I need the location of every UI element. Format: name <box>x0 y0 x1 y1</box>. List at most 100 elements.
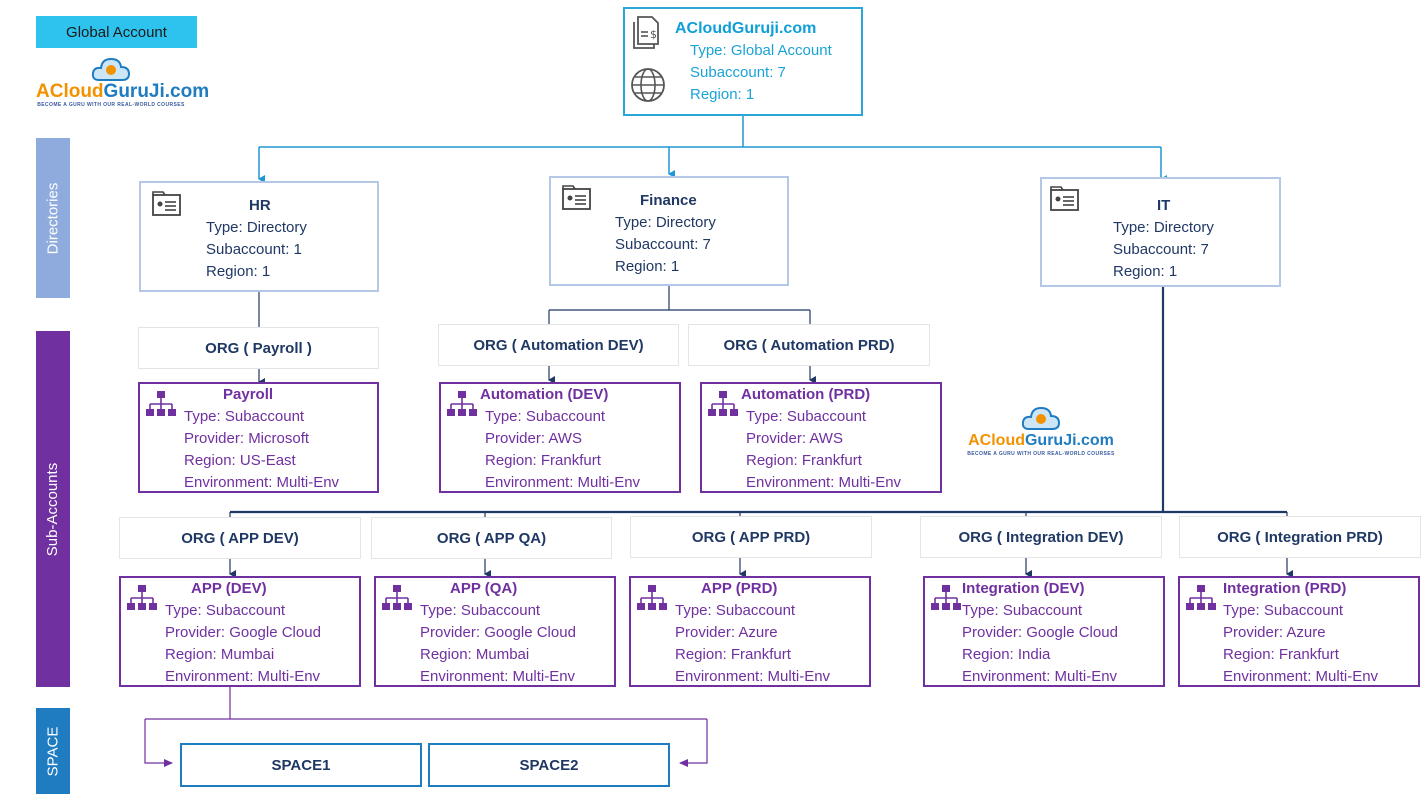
svg-text:$: $ <box>650 28 657 41</box>
subaccount-region: Region: Mumbai <box>420 646 530 663</box>
subaccount-card-automation-dev[interactable]: Automation (DEV) Type: Subaccount Provid… <box>439 382 681 493</box>
org-hierarchy-icon <box>637 585 667 610</box>
subaccount-type: Type: Subaccount <box>746 408 867 425</box>
subaccount-card-integration-dev[interactable]: Integration (DEV) Type: Subaccount Provi… <box>923 576 1165 687</box>
brand-logo-secondary: ACloudGuruJi.com BECOME A GURU WITH OUR … <box>966 405 1116 457</box>
directory-title: Finance <box>640 192 697 209</box>
logo-tagline: BECOME A GURU WITH OUR REAL-WORLD COURSE… <box>967 451 1115 457</box>
subaccount-title: Payroll <box>223 386 274 403</box>
subaccount-type: Type: Subaccount <box>420 602 541 619</box>
directory-card-hr[interactable]: HR Type: Directory Subaccount: 1 Region:… <box>139 181 379 292</box>
subaccount-card-app-dev[interactable]: APP (DEV) Type: Subaccount Provider: Goo… <box>119 576 361 687</box>
space-lane-label: SPACE <box>36 708 70 794</box>
org-label-text: ORG ( Automation PRD) <box>723 336 895 354</box>
subaccount-card-integration-prd[interactable]: Integration (PRD) Type: Subaccount Provi… <box>1178 576 1420 687</box>
subaccount-card-automation-prd[interactable]: Automation (PRD) Type: Subaccount Provid… <box>700 382 942 493</box>
directory-region-count: Region: 1 <box>1113 263 1178 280</box>
org-hierarchy-icon <box>127 585 157 610</box>
org-label-text: ORG ( Payroll ) <box>205 339 312 357</box>
subaccount-environment: Environment: Multi-Env <box>184 474 340 491</box>
directory-type: Type: Directory <box>206 219 307 236</box>
directories-lane-text: Directories <box>44 182 62 254</box>
global-account-title: ACloudGuruji.com <box>675 20 817 37</box>
subaccount-type: Type: Subaccount <box>962 602 1083 619</box>
subaccount-provider: Provider: Azure <box>675 624 778 641</box>
org-label-payroll: ORG ( Payroll ) <box>138 327 379 369</box>
subaccount-title: APP (QA) <box>450 580 518 597</box>
subaccount-provider: Provider: AWS <box>485 430 582 447</box>
subaccount-environment: Environment: Multi-Env <box>1223 668 1379 685</box>
directory-card-finance[interactable]: Finance Type: Directory Subaccount: 7 Re… <box>549 176 789 286</box>
subaccount-title: Automation (PRD) <box>741 386 871 403</box>
directory-title: IT <box>1157 197 1171 214</box>
subaccount-provider: Provider: Google Cloud <box>962 624 1118 641</box>
subaccount-provider: Provider: Azure <box>1223 624 1326 641</box>
org-label-automation-prd: ORG ( Automation PRD) <box>688 324 930 366</box>
subaccount-card-app-qa[interactable]: APP (QA) Type: Subaccount Provider: Goog… <box>374 576 616 687</box>
cloud-logo-icon <box>1021 406 1061 430</box>
org-label-text: ORG ( Automation DEV) <box>473 336 644 354</box>
space-lane-text: SPACE <box>44 726 62 776</box>
org-label-integration-dev: ORG ( Integration DEV) <box>920 516 1162 558</box>
org-label-app-prd: ORG ( APP PRD) <box>630 516 872 558</box>
subaccount-title: APP (DEV) <box>191 580 267 597</box>
space-card-space2[interactable]: SPACE2 <box>428 743 670 787</box>
org-label-text: ORG ( Integration PRD) <box>1217 528 1383 546</box>
org-label-app-qa: ORG ( APP QA) <box>371 517 612 559</box>
subaccount-card-payroll[interactable]: Payroll Type: Subaccount Provider: Micro… <box>138 382 379 493</box>
org-hierarchy-icon <box>931 585 961 610</box>
subaccount-provider: Provider: Google Cloud <box>420 624 576 641</box>
directory-card-icon <box>1050 186 1079 211</box>
subaccount-type: Type: Subaccount <box>485 408 606 425</box>
billing-document-icon: $ <box>633 16 659 49</box>
subaccount-environment: Environment: Multi-Env <box>420 668 576 685</box>
logo-tagline: BECOME A GURU WITH OUR REAL-WORLD COURSE… <box>37 102 185 108</box>
space-label: SPACE1 <box>271 756 331 774</box>
subaccount-region: Region: Mumbai <box>165 646 275 663</box>
directories-lane-label: Directories <box>36 138 70 298</box>
directory-card-it[interactable]: IT Type: Directory Subaccount: 7 Region:… <box>1040 177 1281 287</box>
subaccount-provider: Provider: AWS <box>746 430 843 447</box>
global-account-type: Type: Global Account <box>690 42 832 59</box>
subaccount-title: Integration (DEV) <box>962 580 1085 597</box>
directory-title: HR <box>249 197 271 214</box>
subaccount-card-app-prd[interactable]: APP (PRD) Type: Subaccount Provider: Azu… <box>629 576 871 687</box>
directory-card-icon <box>152 191 181 216</box>
subaccount-type: Type: Subaccount <box>675 602 796 619</box>
directory-region-count: Region: 1 <box>615 258 680 275</box>
subaccount-type: Type: Subaccount <box>165 602 286 619</box>
subaccount-region: Region: Frankfurt <box>746 452 862 469</box>
subaccount-region: Region: India <box>962 646 1051 663</box>
subaccount-environment: Environment: Multi-Env <box>675 668 831 685</box>
directory-type: Type: Directory <box>615 214 716 231</box>
org-label-text: ORG ( APP DEV) <box>181 529 299 547</box>
space-card-space1[interactable]: SPACE1 <box>180 743 422 787</box>
subaccount-title: Automation (DEV) <box>480 386 609 403</box>
org-hierarchy-icon <box>146 391 176 416</box>
global-account-region-count: Region: 1 <box>690 86 755 103</box>
subaccount-region: Region: Frankfurt <box>485 452 601 469</box>
subaccount-region: Region: US-East <box>184 452 296 469</box>
subaccount-environment: Environment: Multi-Env <box>485 474 641 491</box>
org-hierarchy-icon <box>1186 585 1216 610</box>
global-account-card[interactable]: $ ACloudGuruji.com Type: Global Account … <box>623 7 863 116</box>
subaccounts-lane-text: Sub-Accounts <box>44 462 62 556</box>
org-label-text: ORG ( APP QA) <box>436 529 547 547</box>
org-hierarchy-icon <box>447 391 477 416</box>
global-account-lane-label: Global Account <box>36 16 197 48</box>
directory-subaccount-count: Subaccount: 7 <box>615 236 711 253</box>
subaccount-environment: Environment: Multi-Env <box>165 668 321 685</box>
logo-brand-text: ACloudGuruJi.com <box>968 432 1114 449</box>
global-account-subaccount-count: Subaccount: 7 <box>690 64 786 81</box>
org-label-text: ORG ( Integration DEV) <box>958 528 1124 546</box>
subaccount-provider: Provider: Microsoft <box>184 430 310 447</box>
subaccount-environment: Environment: Multi-Env <box>962 668 1118 685</box>
org-hierarchy-icon <box>708 391 738 416</box>
org-label-integration-prd: ORG ( Integration PRD) <box>1179 516 1421 558</box>
subaccount-environment: Environment: Multi-Env <box>746 474 902 491</box>
cloud-logo-icon <box>91 57 131 81</box>
subaccount-region: Region: Frankfurt <box>1223 646 1339 663</box>
subaccount-title: Integration (PRD) <box>1223 580 1347 597</box>
subaccount-title: APP (PRD) <box>701 580 778 597</box>
logo-brand-text: ACloudGuruJi.com <box>36 81 210 102</box>
